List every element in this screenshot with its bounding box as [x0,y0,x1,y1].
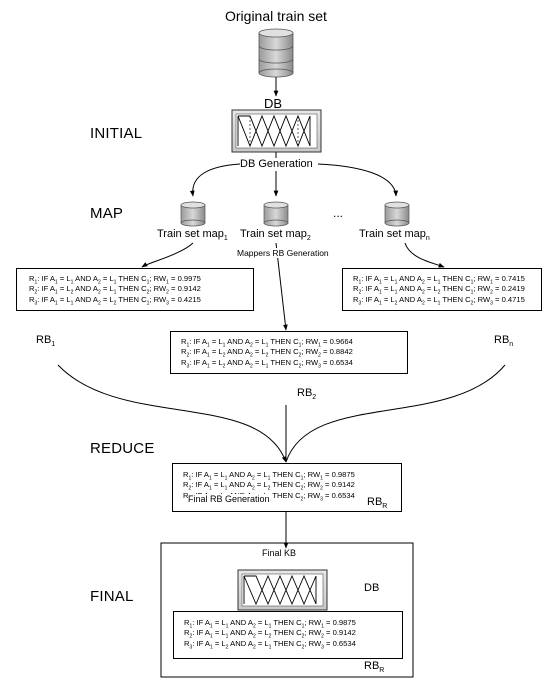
diagram-title: Original train set [225,8,327,24]
database-icon [180,201,206,227]
final-kb-box [160,542,414,678]
final-kb-label: Final KB [262,548,297,558]
membership-functions-icon [237,569,328,611]
database-icon [263,201,289,227]
rb-label-text: RB [367,496,383,508]
rule-line: R1: IF A1 = L1 AND A2 = L1 THEN C1; RW1 … [353,274,525,286]
ellipsis: ... [333,206,344,220]
map-label-sub: 2 [306,235,311,243]
phase-initial: INITIAL [90,125,143,142]
rule-box-map-1: R1: IF A1 = L1 AND A2 = L1 THEN C1; RW1 … [16,268,254,311]
db-generation-label: DB Generation [240,158,313,170]
map-label-text: Train set map [240,228,307,240]
map-label-sub: n [425,235,430,243]
rule-line: R3: IF A1 = L2 AND A2 = L1 THEN C2; RW3 … [353,294,525,307]
rule-line: R2: IF A1 = L1 AND A2 = L2 THEN C2; RW2 … [184,628,356,640]
rb-label-2: RB2 [297,387,316,401]
map-label-2: Train set map2 [240,228,311,242]
rule-line: R2: IF A1 = L2 AND A2 = L2 THEN C2; RW2 … [181,347,353,359]
phase-reduce: REDUCE [90,440,155,457]
database-icon [384,201,410,227]
rule-line: R1: IF A1 = L1 AND A2 = L1 THEN C1; RW1 … [183,470,355,482]
rb-label-n: RBn [494,334,513,348]
map-label-n: Train set mapn [359,228,430,242]
rb-label-1: RB1 [36,334,55,348]
rb-label-sub: R [382,503,388,511]
rule-line: R3: IF A1 = L1 AND A2 = L2 THEN C1; RW3 … [29,294,201,307]
map-label-sub: 1 [223,235,228,243]
rb-label-text: RB [494,334,510,346]
db-label: DB [264,96,283,111]
rule-box-map-n: R1: IF A1 = L1 AND A2 = L1 THEN C1; RW1 … [342,268,542,311]
rb-label-sub: 2 [312,394,317,402]
rb-label-text: RB [36,334,52,346]
map-label-text: Train set map [157,228,224,240]
rule-line: R1: IF A1 = L1 AND A2 = L1 THEN C1; RW1 … [181,337,353,349]
rb-label-sub: R [379,667,385,675]
rule-line: R1: IF A1 = L1 AND A2 = L1 THEN C1; RW1 … [184,618,356,630]
mappers-rb-generation-label: Mappers RB Generation [237,248,329,258]
phase-final: FINAL [90,588,134,605]
phase-map: MAP [90,205,124,222]
rule-line: R3: IF A1 = L2 AND A2 = L1 THEN C2; RW3 … [184,638,356,651]
rule-box-final: R1: IF A1 = L1 AND A2 = L1 THEN C1; RW1 … [173,611,403,659]
rb-label-text: RB [297,387,313,399]
map-label-text: Train set map [359,228,426,240]
rule-line: R2: IF A1 = L2 AND A2 = L1 THEN C2; RW2 … [29,284,201,296]
rule-box-map-2: R1: IF A1 = L1 AND A2 = L1 THEN C1; RW1 … [170,331,408,374]
map-label-1: Train set map1 [157,228,228,242]
rule-line: R2: IF A1 = L1 AND A2 = L2 THEN C2; RW2 … [183,480,355,492]
membership-functions-icon [231,109,322,153]
rb-label-sub: n [509,341,514,349]
database-icon [258,28,294,78]
rule-line: R1: IF A1 = L1 AND A2 = L1 THEN C1; RW1 … [29,274,201,286]
final-rb-generation-label: Final RB Generation [188,494,270,504]
rb-label-sub: 1 [51,341,56,349]
rule-line: R3: IF A1 = L2 AND A2 = L1 THEN C2; RW3 … [181,357,353,370]
final-db-label: DB [364,582,380,594]
rb-label-reduce: RBR [367,496,387,510]
rb-label-final: RBR [364,660,384,674]
rb-label-text: RB [364,660,380,672]
rule-line: R2: IF A1 = L1 AND A2 = L2 THEN C1; RW2 … [353,284,525,296]
